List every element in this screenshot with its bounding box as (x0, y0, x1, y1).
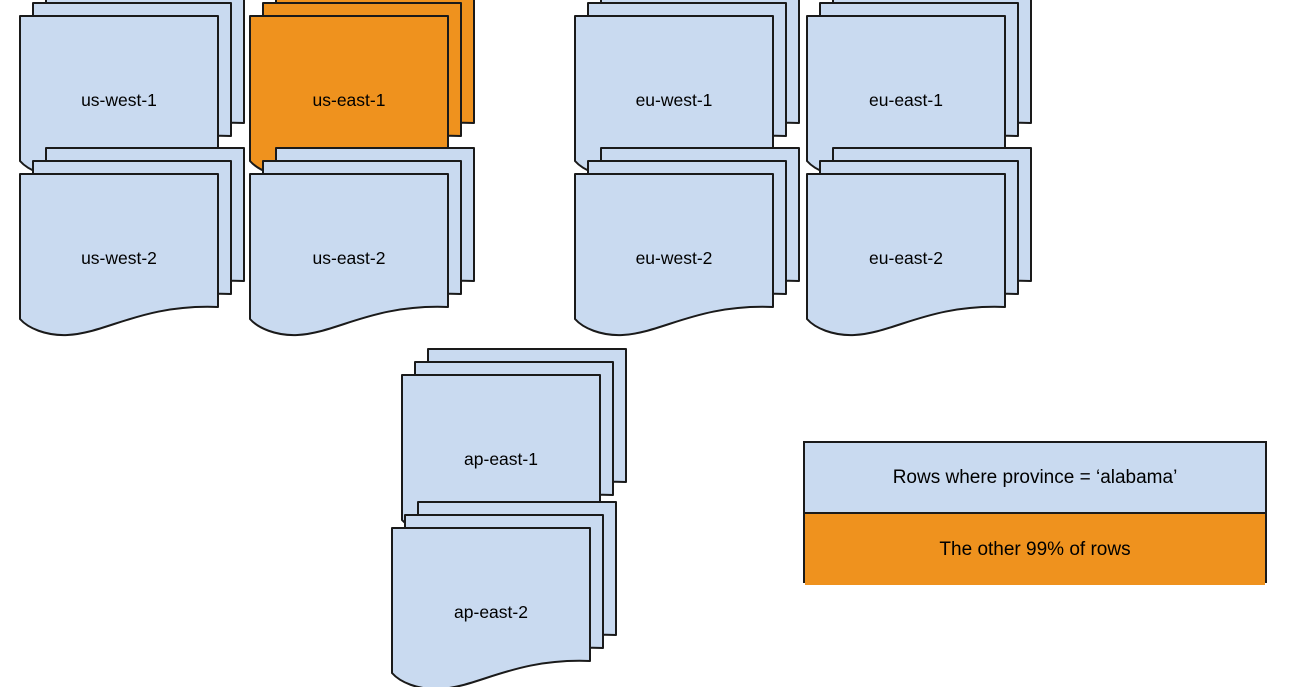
document-sheet (249, 173, 449, 337)
document-stack-icon (806, 0, 1032, 179)
region-stack[interactable]: eu-east-2 (805, 146, 1033, 337)
region-stack[interactable]: ap-east-2 (390, 500, 618, 687)
region-stack[interactable]: eu-west-2 (573, 146, 801, 337)
region-stack[interactable]: us-west-2 (18, 146, 246, 337)
legend: Rows where province = ‘alabama’ The other… (803, 441, 1267, 585)
legend-row-blue: Rows where province = ‘alabama’ (805, 443, 1265, 514)
region-stack[interactable]: us-east-2 (248, 146, 476, 337)
document-stack-icon (19, 147, 245, 337)
document-sheet (574, 173, 774, 337)
document-sheet (391, 527, 591, 687)
region-stack[interactable]: ap-east-1 (400, 347, 628, 538)
document-stack-icon (574, 147, 800, 337)
document-stack-icon (574, 0, 800, 179)
document-sheet (19, 173, 219, 337)
document-stack-icon (249, 147, 475, 337)
region-stack[interactable]: us-east-1 (248, 0, 476, 179)
document-stack-icon (249, 0, 475, 179)
document-stack-icon (391, 501, 617, 687)
document-stack-icon (806, 147, 1032, 337)
document-sheet (806, 173, 1006, 337)
legend-label: Rows where province = ‘alabama’ (892, 466, 1178, 488)
document-stack-icon (401, 348, 627, 538)
region-stack[interactable]: eu-west-1 (573, 0, 801, 179)
legend-row-orange: The other 99% of rows (805, 514, 1265, 585)
region-stack[interactable]: us-west-1 (18, 0, 246, 179)
legend-label: The other 99% of rows (939, 538, 1131, 560)
document-stack-icon (19, 0, 245, 179)
